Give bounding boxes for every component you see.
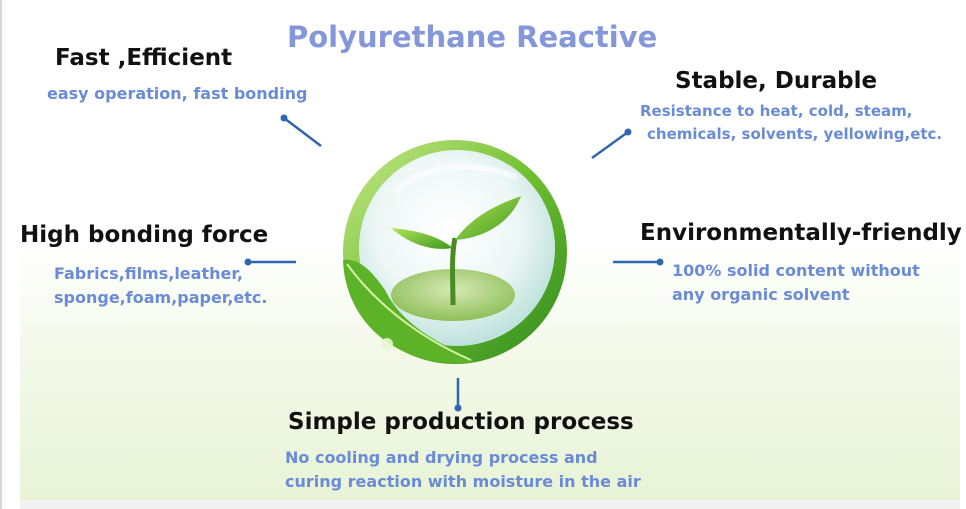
feature-bonding-desc-line-1: Fabrics,films,leather, [54, 264, 243, 283]
sprout-globe-illustration [343, 140, 567, 364]
feature-stable-desc-line-2: chemicals, solvents, yellowing,etc. [647, 125, 943, 143]
feature-eco-desc: 100% solid content without any organic s… [672, 259, 920, 307]
feature-stable-heading: Stable, Durable [675, 68, 878, 94]
big-leaf-vein [346, 263, 472, 361]
feature-simple-heading: Simple production process [288, 409, 634, 435]
water-drop-small-icon [400, 353, 406, 359]
sprout-left-leaf [391, 228, 453, 249]
connector-stable-line [591, 130, 629, 160]
globe-highlight [392, 163, 519, 195]
connector-simple [454, 378, 462, 412]
connector-stable [591, 128, 632, 160]
connector-fast-line [283, 117, 322, 147]
feature-bonding-heading: High bonding force [20, 222, 269, 248]
feature-eco-desc-line-2: any organic solvent [672, 285, 850, 304]
diagram-title: Polyurethane Reactive [287, 20, 658, 54]
feature-simple-desc-line-1: No cooling and drying process and [285, 448, 598, 467]
feature-eco-desc-line-1: 100% solid content without [672, 261, 920, 280]
feature-stable-desc: Resistance to heat, cold, steam, chemica… [640, 100, 942, 146]
connector-eco-dot [656, 258, 664, 266]
connector-bonding-dot [244, 258, 252, 266]
connector-fast-dot [280, 114, 288, 122]
feature-eco-heading: Environmentally-friendly [640, 220, 962, 246]
feature-fast-desc: easy operation, fast bonding [47, 82, 307, 106]
sprout-stem [450, 237, 458, 306]
feature-bonding-desc: Fabrics,films,leather, sponge,foam,paper… [54, 262, 267, 310]
feature-stable-desc-line-1: Resistance to heat, cold, steam, [640, 102, 913, 120]
feature-fast-heading: Fast ,Efficient [55, 45, 233, 71]
feature-fast-desc-line-1: easy operation, fast bonding [47, 84, 308, 103]
page-left-rule [0, 0, 2, 509]
connector-stable-dot [624, 128, 632, 136]
feature-bonding-desc-line-2: sponge,foam,paper,etc. [54, 288, 268, 307]
sprout-icon [391, 196, 521, 306]
connector-eco [613, 258, 664, 266]
big-leaf-icon [343, 259, 475, 363]
feature-simple-desc: No cooling and drying process and curing… [285, 446, 641, 494]
big-leaf-body [343, 259, 475, 363]
water-drop-icon [381, 338, 393, 350]
connector-bonding [244, 258, 296, 266]
connector-fast [280, 114, 322, 147]
sprout-right-leaf [455, 196, 521, 240]
connector-simple-dot [454, 404, 462, 412]
feature-simple-desc-line-2: curing reaction with moisture in the air [285, 472, 641, 491]
bottom-band [20, 500, 960, 509]
